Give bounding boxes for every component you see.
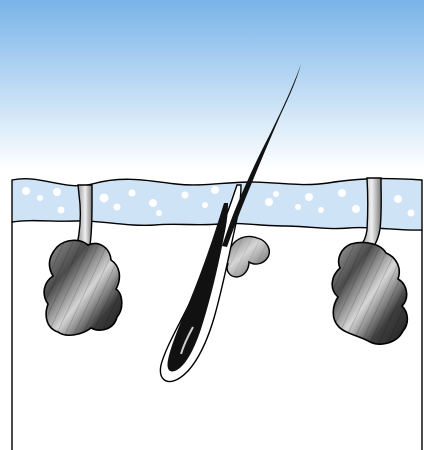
sky-gradient <box>0 0 424 170</box>
